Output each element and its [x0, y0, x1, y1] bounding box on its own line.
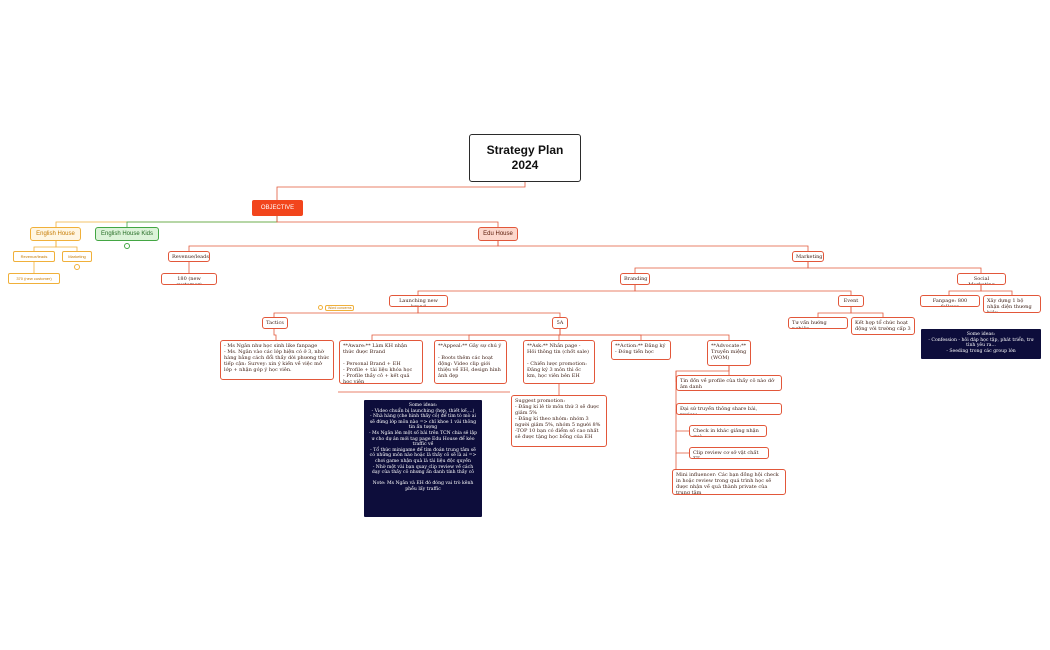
action-node[interactable]: **Action:** Đăng ký - Đóng tiền học — [611, 340, 671, 360]
branding-node[interactable]: Branding — [620, 273, 650, 285]
fanpage-node[interactable]: Fanpage: 800 follows — [920, 295, 980, 307]
suggest-promotion-node[interactable]: Suggest promotion: - Đăng kí lẻ từ môn t… — [511, 395, 607, 447]
objective-node[interactable]: OBJECTIVE — [252, 200, 303, 216]
advocate-node[interactable]: **Advocate:** Truyền miệng (WOM) — [707, 340, 751, 366]
launching-note-badge[interactable]: Word concerns — [318, 304, 355, 311]
social-ideas-note[interactable]: Some ideas: - Confession - hỏi đáp học t… — [921, 329, 1041, 359]
edu-house-node[interactable]: Edu House — [478, 227, 518, 241]
english-house-customers-node[interactable]: 370 (new customer) — [8, 273, 60, 284]
advocate-item[interactable]: Đại sứ truyền thông share bài, review... — [676, 403, 782, 415]
root-node[interactable]: Strategy Plan 2024 — [469, 134, 581, 182]
english-house-marketing-node[interactable]: Marketing — [62, 251, 92, 262]
tactics-node[interactable]: Tactics — [262, 317, 288, 329]
advocate-item[interactable]: Tin đồn về profile của thầy cô nào dở âm… — [676, 375, 782, 391]
social-marketing-node[interactable]: Social Marketing — [957, 273, 1006, 285]
advocate-item[interactable]: Clip review cơ sở vật chất TT — [689, 447, 769, 459]
edu-house-customers-node[interactable]: 180 (new customer) — [161, 273, 217, 285]
english-house-node[interactable]: English House — [30, 227, 81, 241]
english-house-revenue-node[interactable]: Revenue/leads — [13, 251, 55, 262]
aware-node[interactable]: **Aware:** Làm KH nhận thức được Brand -… — [339, 340, 423, 384]
event-node[interactable]: Event — [838, 295, 864, 307]
ask-node[interactable]: **Ask:** Nhắn page - Hỏi thông tin (chốt… — [523, 340, 595, 384]
five-a-node[interactable]: 5A — [552, 317, 568, 329]
event-item[interactable]: Kết hợp tổ chức hoạt động với trường cấp… — [851, 317, 915, 335]
note-icon — [318, 305, 323, 310]
edu-house-marketing-node[interactable]: Marketing — [792, 251, 824, 262]
tactics-ideas-note[interactable]: Some ideas: - Video chuẩn bị launching (… — [364, 400, 482, 517]
launching-new-brand-node[interactable]: Launching new brand — [389, 295, 448, 307]
build-identity-node[interactable]: Xây dựng 1 bộ nhận diện thương hiệu — [983, 295, 1041, 313]
edu-house-revenue-node[interactable]: Revenue/leads — [168, 251, 210, 262]
collapse-icon[interactable] — [124, 243, 130, 249]
advocate-item[interactable]: Mini influencer: Các bạn đồng hội check … — [672, 469, 786, 495]
tactics-detail-node[interactable]: - Ms Ngân như học sinh like fanpage - Ms… — [220, 340, 334, 380]
english-house-kids-node[interactable]: English House Kids — [95, 227, 159, 241]
advocate-item[interactable]: Check in khác giảng nhận quà — [689, 425, 767, 437]
appeal-node[interactable]: **Appeal:** Gây sự chú ý - Boots thêm cá… — [434, 340, 507, 384]
collapse-icon[interactable] — [74, 264, 80, 270]
event-item[interactable]: Tư vấn hướng nghiệp — [788, 317, 848, 329]
